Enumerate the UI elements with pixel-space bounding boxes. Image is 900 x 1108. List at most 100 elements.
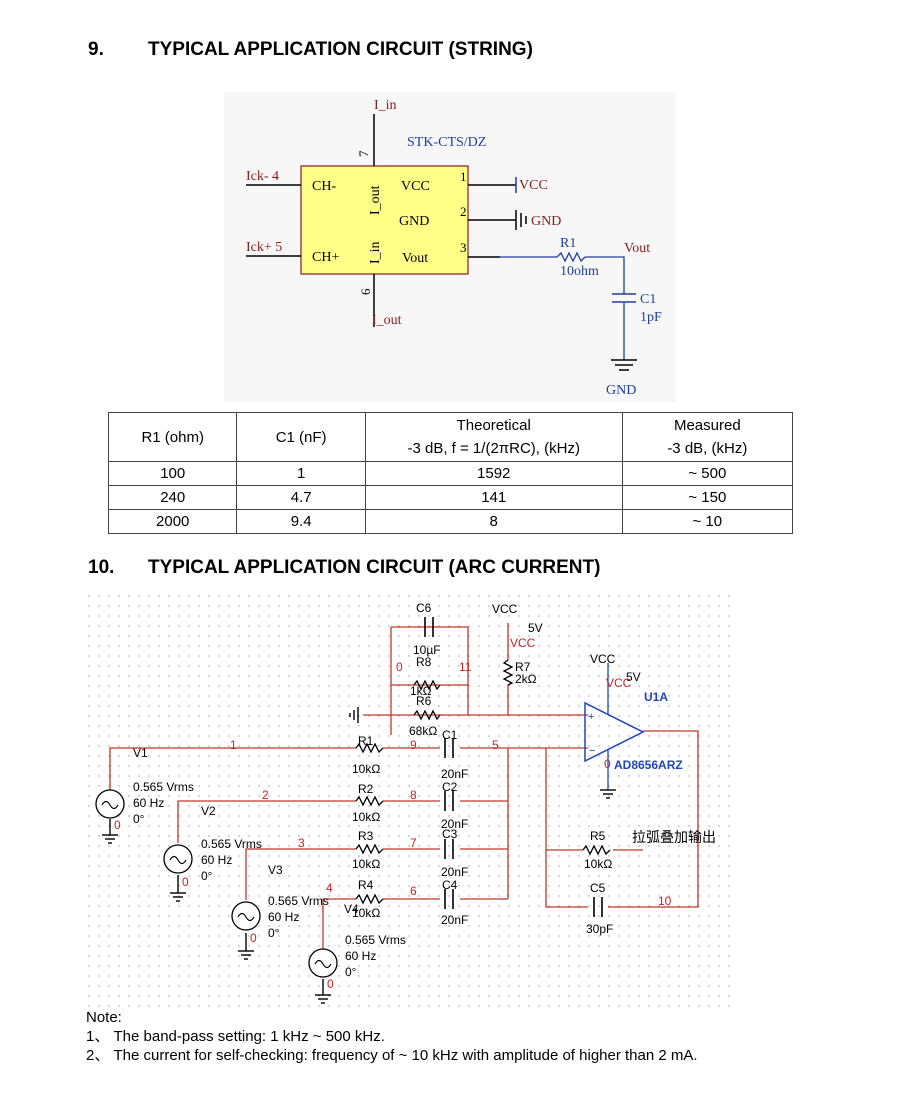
svg-text:60 Hz: 60 Hz xyxy=(345,949,376,963)
arc-circuit-labels: C6 10µF R8 1kΩ R6 68kΩ VCC 5V R7 2kΩ VCC… xyxy=(133,601,716,979)
opamp-labels: U1A AD8656ARZ xyxy=(614,690,683,772)
string-circuit-svg: I_in STK-CTS/DZ 7 Ick- 4 Ick+ 5 CH- CH+ … xyxy=(246,98,662,398)
svg-text:1kΩ: 1kΩ xyxy=(410,684,432,698)
svg-text:8: 8 xyxy=(410,788,417,802)
svg-text:20nF: 20nF xyxy=(441,913,468,927)
svg-text:10kΩ: 10kΩ xyxy=(352,762,380,776)
gnd-pin-label: GND xyxy=(399,214,429,229)
svg-text:0: 0 xyxy=(396,660,403,674)
svg-text:20nF: 20nF xyxy=(441,817,468,831)
resistor-zigzags xyxy=(355,659,611,905)
svg-text:VCC: VCC xyxy=(510,636,536,650)
svg-text:C1: C1 xyxy=(442,728,458,742)
note-item: 1、 The band-pass setting: 1 kHz ~ 500 kH… xyxy=(86,1028,385,1045)
svg-text:U1A: U1A xyxy=(644,690,668,704)
svg-text:60 Hz: 60 Hz xyxy=(201,853,232,867)
table-cell: 1592 xyxy=(364,461,623,486)
svg-text:R7: R7 xyxy=(515,660,531,674)
gnd-net-label: GND xyxy=(531,214,561,229)
svg-text:9: 9 xyxy=(410,738,417,752)
string-circuit-diagram: I_in STK-CTS/DZ 7 Ick- 4 Ick+ 5 CH- CH+ … xyxy=(224,92,676,402)
section-heading: TYPICAL APPLICATION CIRCUIT (STRING) xyxy=(148,39,533,60)
svg-text:68kΩ: 68kΩ xyxy=(409,724,437,738)
svg-text:R8: R8 xyxy=(416,655,432,669)
svg-text:0.565 Vrms: 0.565 Vrms xyxy=(345,933,406,947)
svg-text:R4: R4 xyxy=(358,878,374,892)
svg-text:0: 0 xyxy=(250,931,257,945)
red-node-labels: VCC VCC 0 11 1 9 5 2 8 3 7 4 6 10 0 0 0 … xyxy=(114,636,672,991)
svg-text:6: 6 xyxy=(410,884,417,898)
svg-text:C6: C6 xyxy=(416,601,432,615)
capacitor-plates xyxy=(424,617,603,917)
vout-pin-label: Vout xyxy=(402,251,428,266)
svg-text:7: 7 xyxy=(410,836,417,850)
r1-value-label: 10ohm xyxy=(560,264,599,279)
svg-text:30pF: 30pF xyxy=(586,922,613,936)
svg-text:0.565 Vrms: 0.565 Vrms xyxy=(133,780,194,794)
svg-text:5V: 5V xyxy=(528,621,543,635)
svg-text:20nF: 20nF xyxy=(441,767,468,781)
ac-source-waves xyxy=(101,800,332,969)
svg-text:C3: C3 xyxy=(442,827,458,841)
ground-symbols xyxy=(102,707,616,1004)
svg-text:V1: V1 xyxy=(133,746,148,760)
svg-text:R2: R2 xyxy=(358,782,374,796)
opamp-triangle xyxy=(584,701,645,763)
pin3-number: 3 xyxy=(460,240,467,255)
svg-text:C4: C4 xyxy=(442,878,458,892)
svg-text:0: 0 xyxy=(114,818,121,832)
table-cell: 8 xyxy=(364,509,623,534)
svg-text:R6: R6 xyxy=(416,694,432,708)
ch-minus-label: CH- xyxy=(312,179,336,194)
svg-text:R1: R1 xyxy=(358,734,374,748)
i-in-label: I_in xyxy=(374,98,397,113)
svg-text:11: 11 xyxy=(459,660,472,674)
table-cell: 240 xyxy=(107,485,238,510)
inner-i-out-label: I_out xyxy=(368,185,383,215)
svg-text:0: 0 xyxy=(604,757,611,771)
chip-body xyxy=(300,165,469,275)
gnd-bottom-label: GND xyxy=(606,383,636,398)
r1-resistor xyxy=(556,251,586,263)
ch-plus-label: CH+ xyxy=(312,250,339,265)
pin7-number: 7 xyxy=(356,150,371,157)
svg-text:C5: C5 xyxy=(590,881,606,895)
table-cell: ~ 500 xyxy=(621,461,794,486)
pin2-number: 2 xyxy=(460,204,467,219)
svg-text:3: 3 xyxy=(298,836,305,850)
svg-text:10kΩ: 10kΩ xyxy=(352,906,380,920)
notes-heading: Note: xyxy=(86,1009,122,1026)
ick-plus-label: Ick+ 5 xyxy=(246,240,282,255)
table-cell: 4.7 xyxy=(236,485,366,510)
svg-text:V3: V3 xyxy=(268,863,283,877)
svg-text:0: 0 xyxy=(182,875,189,889)
i-out-label: I_out xyxy=(372,313,402,328)
svg-text:0°: 0° xyxy=(133,812,145,826)
vcc-pin-label: VCC xyxy=(401,179,430,194)
table-cell: 100 xyxy=(107,461,238,486)
svg-text:60 Hz: 60 Hz xyxy=(133,796,164,810)
note-item: 2、 The current for self-checking: freque… xyxy=(86,1047,698,1064)
column-header: C1 (nF) xyxy=(236,412,366,462)
table-cell: 1 xyxy=(236,461,366,486)
svg-text:R5: R5 xyxy=(590,829,606,843)
rc-frequency-table: R1 (ohm) C1 (nF) Theoretical-3 dB, f = 1… xyxy=(107,412,794,534)
svg-text:5V: 5V xyxy=(626,670,641,684)
arc-circuit-svg: + − C6 10µF R8 xyxy=(88,595,736,1008)
table-header-row: R1 (ohm) C1 (nF) Theoretical-3 dB, f = 1… xyxy=(107,412,794,462)
arc-current-circuit-diagram: + − C6 10µF R8 xyxy=(88,595,736,1008)
svg-text:4: 4 xyxy=(326,881,333,895)
column-header: Measured-3 dB, (kHz) xyxy=(621,412,794,462)
opamp-minus-sign: − xyxy=(589,745,595,757)
opamp-plus-sign: + xyxy=(588,711,594,723)
table-cell: ~ 150 xyxy=(621,485,794,510)
column-header: R1 (ohm) xyxy=(107,412,238,462)
svg-text:VCC: VCC xyxy=(492,602,518,616)
svg-text:C2: C2 xyxy=(442,780,458,794)
svg-text:0.565 Vrms: 0.565 Vrms xyxy=(268,894,329,908)
section-10-title: 10. TYPICAL APPLICATION CIRCUIT (ARC CUR… xyxy=(88,557,788,583)
notes-block: Note: 1、 The band-pass setting: 1 kHz ~ … xyxy=(86,1008,698,1065)
svg-text:10kΩ: 10kΩ xyxy=(352,857,380,871)
section-number: 10. xyxy=(88,557,115,578)
svg-text:60 Hz: 60 Hz xyxy=(268,910,299,924)
